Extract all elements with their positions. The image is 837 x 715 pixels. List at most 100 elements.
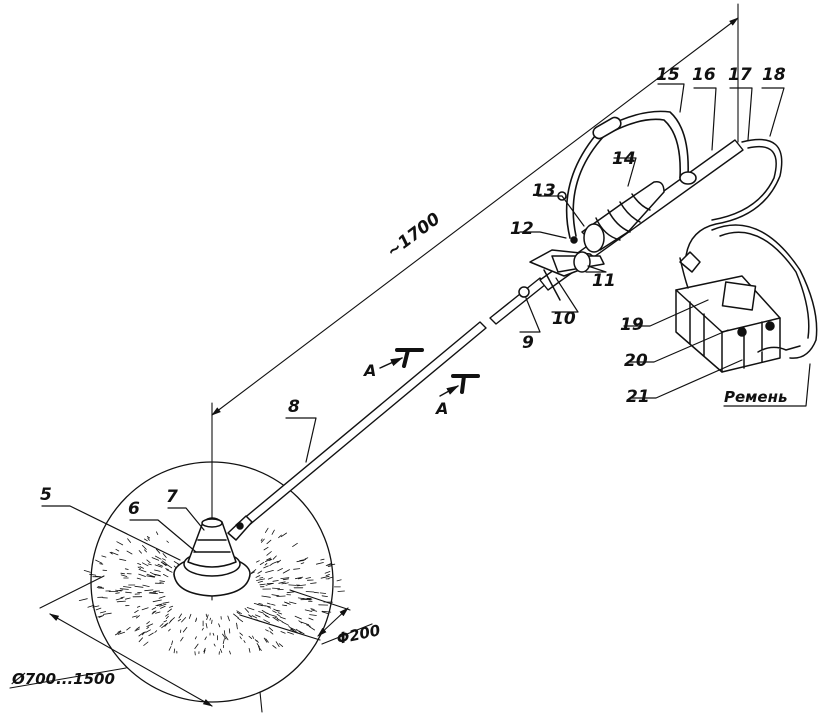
bristle-mark	[194, 643, 199, 649]
bristle-mark	[257, 604, 266, 607]
bristle-mark	[278, 534, 282, 539]
bristle-mark	[162, 601, 170, 604]
bristle-mark	[165, 568, 169, 570]
bristle-mark	[264, 563, 268, 566]
bristle-mark	[259, 561, 265, 565]
bristle-mark	[120, 596, 125, 599]
bristle-mark	[280, 616, 286, 620]
bristle-mark	[277, 568, 283, 572]
bristle-mark	[110, 551, 119, 556]
bristle-mark	[212, 632, 215, 636]
bristle-mark	[151, 610, 157, 615]
bristle-mark	[159, 603, 167, 607]
bristle-mark	[145, 629, 151, 633]
bristle-mark	[123, 586, 132, 588]
bristle-mark	[146, 559, 151, 564]
bristle-mark	[296, 560, 303, 563]
bristle-mark	[152, 599, 162, 603]
bristle-mark	[255, 575, 261, 578]
bristle-mark	[165, 613, 169, 617]
bristle-mark	[286, 591, 295, 594]
bristle-mark	[261, 595, 271, 598]
bristle-mark	[277, 612, 283, 615]
bristle-mark	[266, 551, 272, 556]
bristle-mark	[305, 577, 312, 579]
bristle-mark	[271, 594, 280, 597]
bristle-mark	[261, 610, 268, 614]
bristle-mark	[165, 563, 173, 569]
bristle-mark	[271, 529, 275, 535]
bristle-mark	[258, 611, 264, 614]
bristle-mark	[304, 609, 313, 612]
bristle-mark	[141, 562, 149, 567]
bristle-mark	[280, 631, 286, 634]
bristle-mark	[326, 563, 332, 566]
bristle-mark	[166, 540, 169, 543]
bristle-mark	[267, 606, 272, 609]
bristle-mark	[319, 592, 327, 594]
bristle-mark	[305, 591, 315, 593]
bristle-mark	[266, 602, 271, 605]
bristle-mark	[116, 541, 124, 546]
bristle-mark	[155, 574, 161, 577]
bristle-mark	[304, 557, 309, 560]
cutting-head	[173, 515, 253, 597]
bristle-mark	[306, 624, 311, 627]
battery-pack	[675, 257, 801, 373]
bristle-mark	[209, 617, 212, 621]
bristle-mark	[227, 615, 230, 622]
bristle-mark	[83, 570, 91, 573]
bristle-mark	[213, 643, 216, 647]
bristle-mark	[119, 558, 127, 561]
bristle-mark	[146, 536, 151, 539]
bristle-mark	[95, 559, 103, 564]
bristle-mark	[310, 608, 315, 610]
bristle-mark	[274, 617, 279, 619]
bristle-mark	[146, 623, 154, 627]
bristle-mark	[265, 629, 269, 632]
bristle-mark	[246, 607, 255, 611]
bristle-mark	[266, 557, 272, 561]
bristle-mark	[268, 627, 274, 632]
bristle-mark	[228, 628, 231, 634]
callout-13: 13	[532, 181, 556, 201]
bristle-mark	[255, 560, 260, 563]
bristle-mark	[188, 613, 192, 619]
bristle-mark	[337, 590, 345, 592]
callout-6: 6	[128, 499, 140, 519]
length-dimension	[211, 3, 739, 601]
section-mark-upper: A	[362, 348, 424, 380]
bristle-mark	[159, 623, 164, 627]
bristle-mark	[281, 582, 286, 585]
bristle-mark	[294, 615, 302, 620]
bristle-mark	[95, 607, 102, 611]
bristle-mark	[120, 572, 125, 575]
bristle-mark	[125, 591, 132, 594]
bristle-mark	[257, 580, 264, 583]
bristle-mark	[162, 574, 169, 578]
bristle-mark	[259, 577, 264, 579]
bristle-mark	[294, 576, 304, 580]
bristle-mark	[126, 626, 131, 631]
bristle-mark	[229, 650, 231, 655]
bristle-mark	[146, 626, 150, 629]
bristle-mark	[149, 571, 157, 576]
bristle-mark	[166, 569, 173, 573]
bristle-mark	[296, 584, 307, 587]
bristle-mark	[163, 620, 168, 623]
bristle-mark	[156, 604, 162, 607]
bristle-mark	[266, 612, 271, 615]
bristle-mark	[162, 558, 167, 561]
bristle-mark	[324, 571, 331, 574]
bristle-mark	[144, 589, 154, 592]
bristle-mark	[275, 641, 280, 647]
bristle-mark	[103, 612, 112, 615]
bristle-mark	[136, 605, 141, 608]
bristle-mark	[288, 584, 297, 586]
bristle-mark	[151, 607, 157, 610]
section-label: A	[362, 361, 376, 380]
bristle-mark	[288, 601, 297, 604]
bristle-mark	[244, 608, 250, 613]
bristle-mark	[299, 559, 306, 562]
